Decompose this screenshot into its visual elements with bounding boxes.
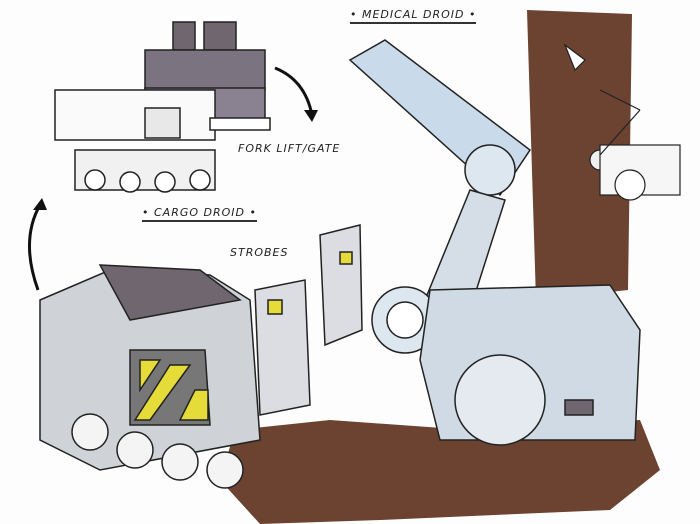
medical-droid-sketch <box>348 39 641 446</box>
arrow-head-right <box>304 110 318 122</box>
label-fork-lift-gate: FORK LIFT/GATE <box>238 142 341 155</box>
small-arm-sketch <box>540 40 681 201</box>
arrow-head-left <box>33 198 47 210</box>
cargo-droid-sketch <box>39 224 363 489</box>
brown-backdrop-floor <box>220 420 660 524</box>
label-cargo-droid: • CARGO DROID • <box>142 206 257 222</box>
arrow-curve-left <box>28 204 42 291</box>
label-medical-droid: • MEDICAL DROID • <box>350 8 477 24</box>
forklift-droid-sketch <box>54 21 271 193</box>
label-strobes: STROBES <box>230 246 289 259</box>
arrow-curve-right <box>274 66 314 116</box>
